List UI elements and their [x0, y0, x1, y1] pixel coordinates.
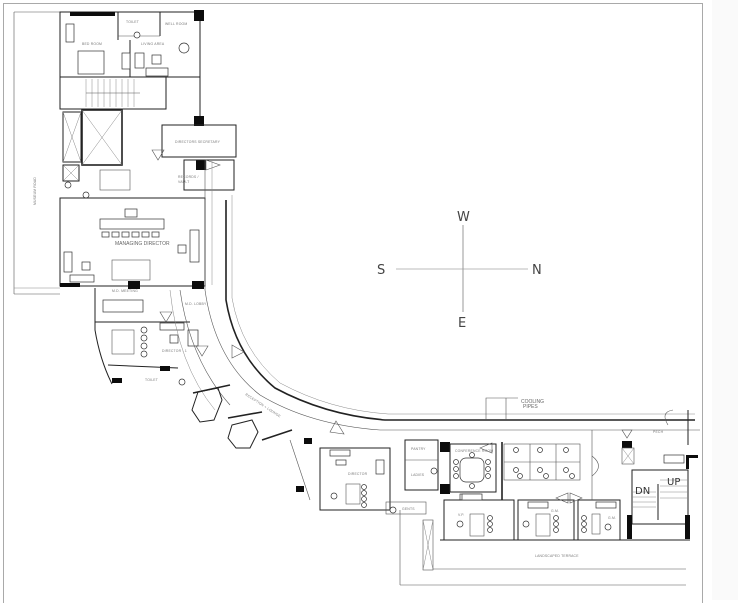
managing-director-room: MANAGING DIRECTOR — [59, 160, 213, 289]
compass-south-label: S — [377, 263, 385, 278]
reception-lounge: RECEPTION + LOUNGE — [191, 384, 312, 501]
room-label-records-vault-2: VAULT — [178, 180, 189, 184]
md-meeting-lobby-director1: M.D. MEETING M.D. LOBBY DIRECTOR - 1 TOI… — [94, 288, 209, 386]
directors-secretary-area: DIRECTORS SECRETARY RECORDS / VAULT — [64, 116, 237, 199]
service-stair-core: PECH DN UP — [621, 409, 698, 539]
upper-residence-block: BED ROOM LIVING AREA WELL ROOM TOILET — [59, 10, 204, 118]
conference-room: CONFERENCE ROOM — [449, 442, 497, 501]
road-label: MUSEUM ROAD — [33, 177, 37, 205]
room-label-gents: GENTS — [402, 507, 415, 511]
cooling-pipes-label-2: PIPES — [523, 404, 538, 410]
compass-rose: W S N E — [377, 210, 542, 331]
compass-west-label: W — [457, 210, 470, 225]
room-label-pech: PECH — [653, 430, 664, 434]
room-label-director-1: DIRECTOR - 1 — [162, 349, 187, 353]
landscaped-terrace: LANDSCAPED TERRACE — [399, 510, 690, 586]
room-label-gm-2: G.M. — [608, 516, 616, 520]
stair-down-label: DN — [635, 486, 650, 497]
room-label-vp: V.P. — [458, 513, 464, 517]
compass-east-label: E — [458, 316, 466, 331]
director-services-block: DIRECTOR PANTRY LADIES GENTS — [319, 439, 450, 515]
room-label-toilet: TOILET — [145, 378, 158, 382]
stair-up-label: UP — [667, 477, 680, 488]
stair-lift-core — [59, 76, 167, 182]
room-label-bed-room: BED ROOM — [82, 42, 102, 46]
room-label-well-room: WELL ROOM — [165, 22, 187, 26]
room-label-conference-room: CONFERENCE ROOM — [455, 449, 493, 453]
room-label-directors-secretary: DIRECTORS SECRETARY — [175, 140, 221, 144]
room-label-director: DIRECTOR — [348, 472, 368, 476]
room-label-living-area: LIVING AREA — [141, 42, 165, 46]
room-label-gm-1: G.M. — [551, 509, 559, 513]
room-label-pantry: PANTRY — [411, 447, 426, 451]
compass-north-label: N — [532, 263, 542, 278]
room-label-landscaped-terrace: LANDSCAPED TERRACE — [535, 554, 579, 558]
right-gutter — [712, 0, 738, 600]
cooling-pipes-label-1: COOLING — [521, 399, 544, 405]
room-label-md-meeting: M.D. MEETING — [112, 289, 138, 293]
room-label-ladies: LADIES — [411, 473, 425, 477]
curved-facade — [169, 195, 700, 435]
page-border — [3, 3, 703, 603]
room-label-managing-director: MANAGING DIRECTOR — [115, 241, 170, 247]
room-label-md-lobby: M.D. LOBBY — [185, 302, 207, 306]
room-label-records-vault-1: RECORDS / — [178, 175, 199, 179]
workstations: COOLING PIPES — [485, 397, 581, 500]
road-boundary: MUSEUM ROAD — [13, 11, 60, 295]
room-label-toilet-top: TOILET — [126, 20, 139, 24]
